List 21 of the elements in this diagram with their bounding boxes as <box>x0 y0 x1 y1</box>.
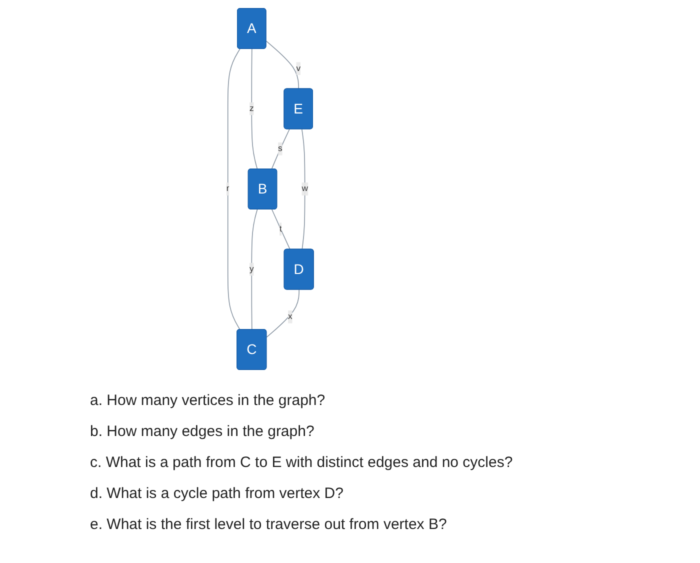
edge-label: z <box>249 104 254 114</box>
question-text: a. How many vertices in the graph? <box>90 392 326 409</box>
connector <box>301 128 306 250</box>
connector <box>272 209 290 250</box>
question-text: c. What is a path from C to E with distinct edges and no cycles? <box>90 454 514 471</box>
edge-label: x <box>288 312 292 322</box>
connector <box>251 209 258 330</box>
edge-label: v <box>296 64 301 73</box>
edge-label: t <box>279 224 282 234</box>
connector <box>266 40 300 90</box>
edge-label: s <box>278 144 282 154</box>
edge-label: r <box>226 184 230 194</box>
question-text: b. How many edges in the graph? <box>90 423 316 440</box>
connector <box>266 289 300 338</box>
question-text: d. What is a cycle path from vertex D? <box>90 485 344 502</box>
question-text: e. What is the first level to traverse out from vertex B? <box>90 516 448 533</box>
edge-label: w <box>302 184 308 194</box>
connector <box>251 48 258 170</box>
connector <box>227 48 240 330</box>
edge-label: y <box>249 264 254 274</box>
connector <box>271 128 290 170</box>
